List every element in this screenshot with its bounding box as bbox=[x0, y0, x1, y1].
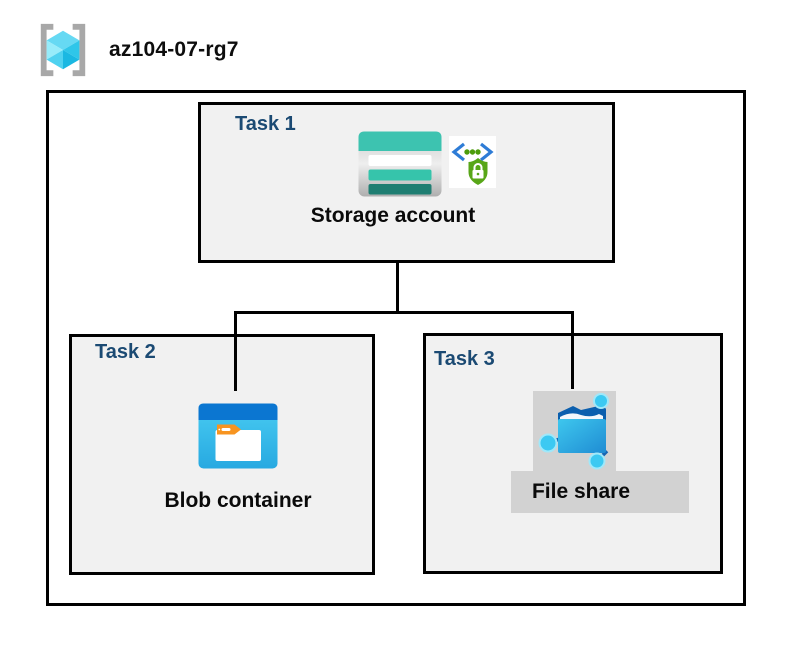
blob-container-label: Blob container bbox=[164, 489, 312, 512]
resource-group-header: az104-07-rg7 bbox=[34, 22, 239, 78]
task3-title: Task 3 bbox=[434, 348, 495, 370]
connector-to-file-share bbox=[571, 311, 574, 389]
task2-title: Task 2 bbox=[95, 341, 156, 363]
file-share-label-backdrop: File share bbox=[511, 471, 689, 513]
task2-box: Task 2 Blob container bbox=[69, 334, 375, 575]
connector-storage-stem bbox=[396, 263, 399, 313]
storage-account-icon bbox=[358, 131, 442, 197]
file-share-icon bbox=[533, 391, 616, 471]
connector-horizontal bbox=[234, 311, 574, 314]
blob-container-icon bbox=[198, 403, 278, 469]
connector-to-blob-container bbox=[234, 311, 237, 391]
resource-group-name: az104-07-rg7 bbox=[109, 38, 239, 61]
task1-box: Task 1 bbox=[198, 102, 615, 263]
storage-account-label: Storage account bbox=[310, 204, 476, 227]
task1-title: Task 1 bbox=[235, 113, 296, 135]
sas-lock-icon bbox=[449, 136, 496, 188]
task3-box: Task 3 Fi bbox=[423, 333, 723, 574]
resource-group-icon bbox=[34, 22, 92, 78]
file-share-label: File share bbox=[531, 480, 631, 503]
